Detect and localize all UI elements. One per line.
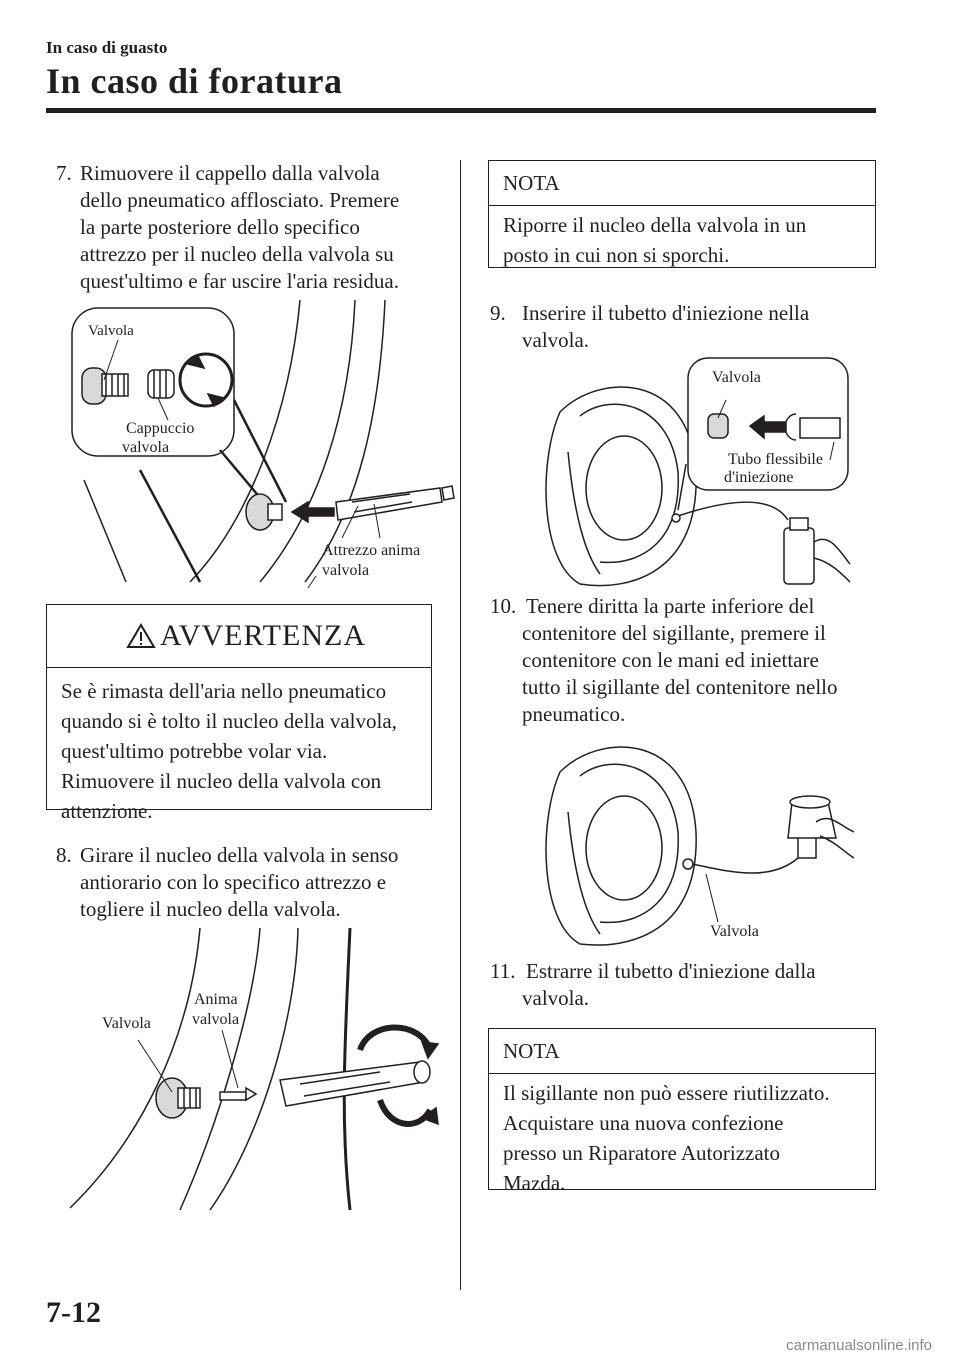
figure-valve-cap-removal: Valvola Cappuccio valvola Attrezzo anima… (71, 299, 455, 589)
step-10: 10. Tenere diritta la parte inferiore de… (490, 593, 880, 733)
step-10-line-4: tutto il sigillante del contenitore nell… (522, 675, 838, 699)
note-2-header: NOTA (489, 1029, 875, 1074)
watermark[interactable]: carmanualsonline.info (786, 1337, 932, 1354)
fig2-label-valve: Valvola (102, 1015, 151, 1032)
step-7-line-4: attrezzo per il nucleo della valvola su (80, 242, 394, 266)
figure-valve-core-removal: Valvola Anima valvola (69, 927, 440, 1211)
step-7: 7. Rimuovere il cappello dalla valvola d… (56, 160, 446, 300)
warning-line-1: Se è rimasta dell'aria nello pneumatico (61, 679, 387, 703)
figure-hose-insertion: Valvola Tubo flessibile d'iniezione (545, 357, 851, 587)
note-2-line-3: presso un Riparatore Autorizzato (503, 1141, 780, 1165)
warning-line-5: attenzione. (61, 799, 153, 823)
step-10-line-5: pneumatico. (522, 702, 626, 726)
step-10-number: 10. (490, 594, 517, 618)
section-label: In caso di guasto (46, 38, 168, 57)
page-title: In caso di foratura (46, 61, 343, 101)
step-7-line-5: quest'ultimo e far uscire l'aria residua… (80, 269, 399, 293)
step-9: 9. Inserire il tubetto d'iniezione nella… (490, 300, 880, 360)
note-1-line-2: posto in cui non si sporchi. (503, 243, 730, 267)
step-8-line-3: togliere il nucleo della valvola. (80, 897, 341, 921)
column-divider (460, 160, 461, 1290)
fig2-label-core-2: valvola (192, 1011, 239, 1028)
fig1-label-cap-2: valvola (122, 439, 169, 456)
step-7-number: 7. (56, 161, 72, 185)
warning-line-3: quest'ultimo potrebbe volar via. (61, 739, 328, 763)
warning-triangle-icon (126, 623, 156, 648)
step-7-line-2: dello pneumatico afflosciato. Premere (80, 188, 400, 212)
warning-header: AVVERTENZA (47, 605, 431, 668)
step-9-line-2: valvola. (522, 328, 590, 352)
step-11: 11. Estrarre il tubetto d'iniezione dall… (490, 958, 880, 1018)
page-number: 7-12 (46, 1296, 101, 1329)
warning-box: AVVERTENZA Se è rimasta dell'aria nello … (46, 604, 432, 823)
step-8-line-1: Girare il nucleo della valvola in senso (80, 843, 399, 867)
step-11-line-1: Estrarre il tubetto d'iniezione dalla (526, 959, 816, 983)
step-9-line-1: Inserire il tubetto d'iniezione nella (522, 301, 810, 325)
warning-line-4: Rimuovere il nucleo della valvola con (61, 769, 382, 793)
note-1-header: NOTA (489, 161, 875, 206)
fig3-label-hose-1: Tubo flessibile (728, 451, 823, 468)
step-7-line-1: Rimuovere il cappello dalla valvola (80, 161, 380, 185)
warning-title: AVVERTENZA (160, 619, 366, 652)
note-2-line-4: Mazda. (503, 1171, 566, 1195)
warning-line-2: quando si è tolto il nucleo della valvol… (61, 709, 397, 733)
step-10-line-3: contenitore con le mani ed iniettare (522, 648, 819, 672)
fig1-label-tool-1: Attrezzo anima (322, 542, 420, 559)
step-11-line-2: valvola. (522, 986, 590, 1010)
fig3-label-valve: Valvola (712, 369, 761, 386)
note-2-line-2: Acquistare una nuova confezione (503, 1111, 784, 1135)
fig1-label-tool-2: valvola (322, 562, 369, 579)
step-11-number: 11. (490, 959, 516, 983)
fig1-label-valve: Valvola (88, 323, 134, 339)
fig4-label-valve: Valvola (710, 923, 759, 940)
figure-sealant-injection: Valvola (545, 746, 855, 946)
step-8: 8. Girare il nucleo della valvola in sen… (56, 842, 446, 932)
step-8-line-2: antiorario con lo specifico attrezzo e (80, 870, 387, 894)
step-9-number: 9. (490, 301, 506, 325)
step-10-line-2: contenitore del sigillante, premere il (522, 621, 826, 645)
step-7-line-3: la parte posteriore dello specifico (80, 215, 360, 239)
note-1-line-1: Riporre il nucleo della valvola in un (503, 213, 807, 237)
title-rule (46, 108, 876, 113)
fig2-label-core-1: Anima (194, 991, 238, 1008)
fig1-label-cap-1: Cappuccio (126, 420, 194, 437)
step-8-number: 8. (56, 843, 72, 867)
note-2-line-1: Il sigillante non può essere riutilizzat… (503, 1081, 830, 1105)
note-box-2: NOTA Il sigillante non può essere riutil… (488, 1028, 876, 1195)
note-box-1: NOTA Riporre il nucleo della valvola in … (488, 160, 876, 268)
step-10-line-1: Tenere diritta la parte inferiore del (526, 594, 815, 618)
fig3-label-hose-2: d'iniezione (724, 469, 794, 486)
